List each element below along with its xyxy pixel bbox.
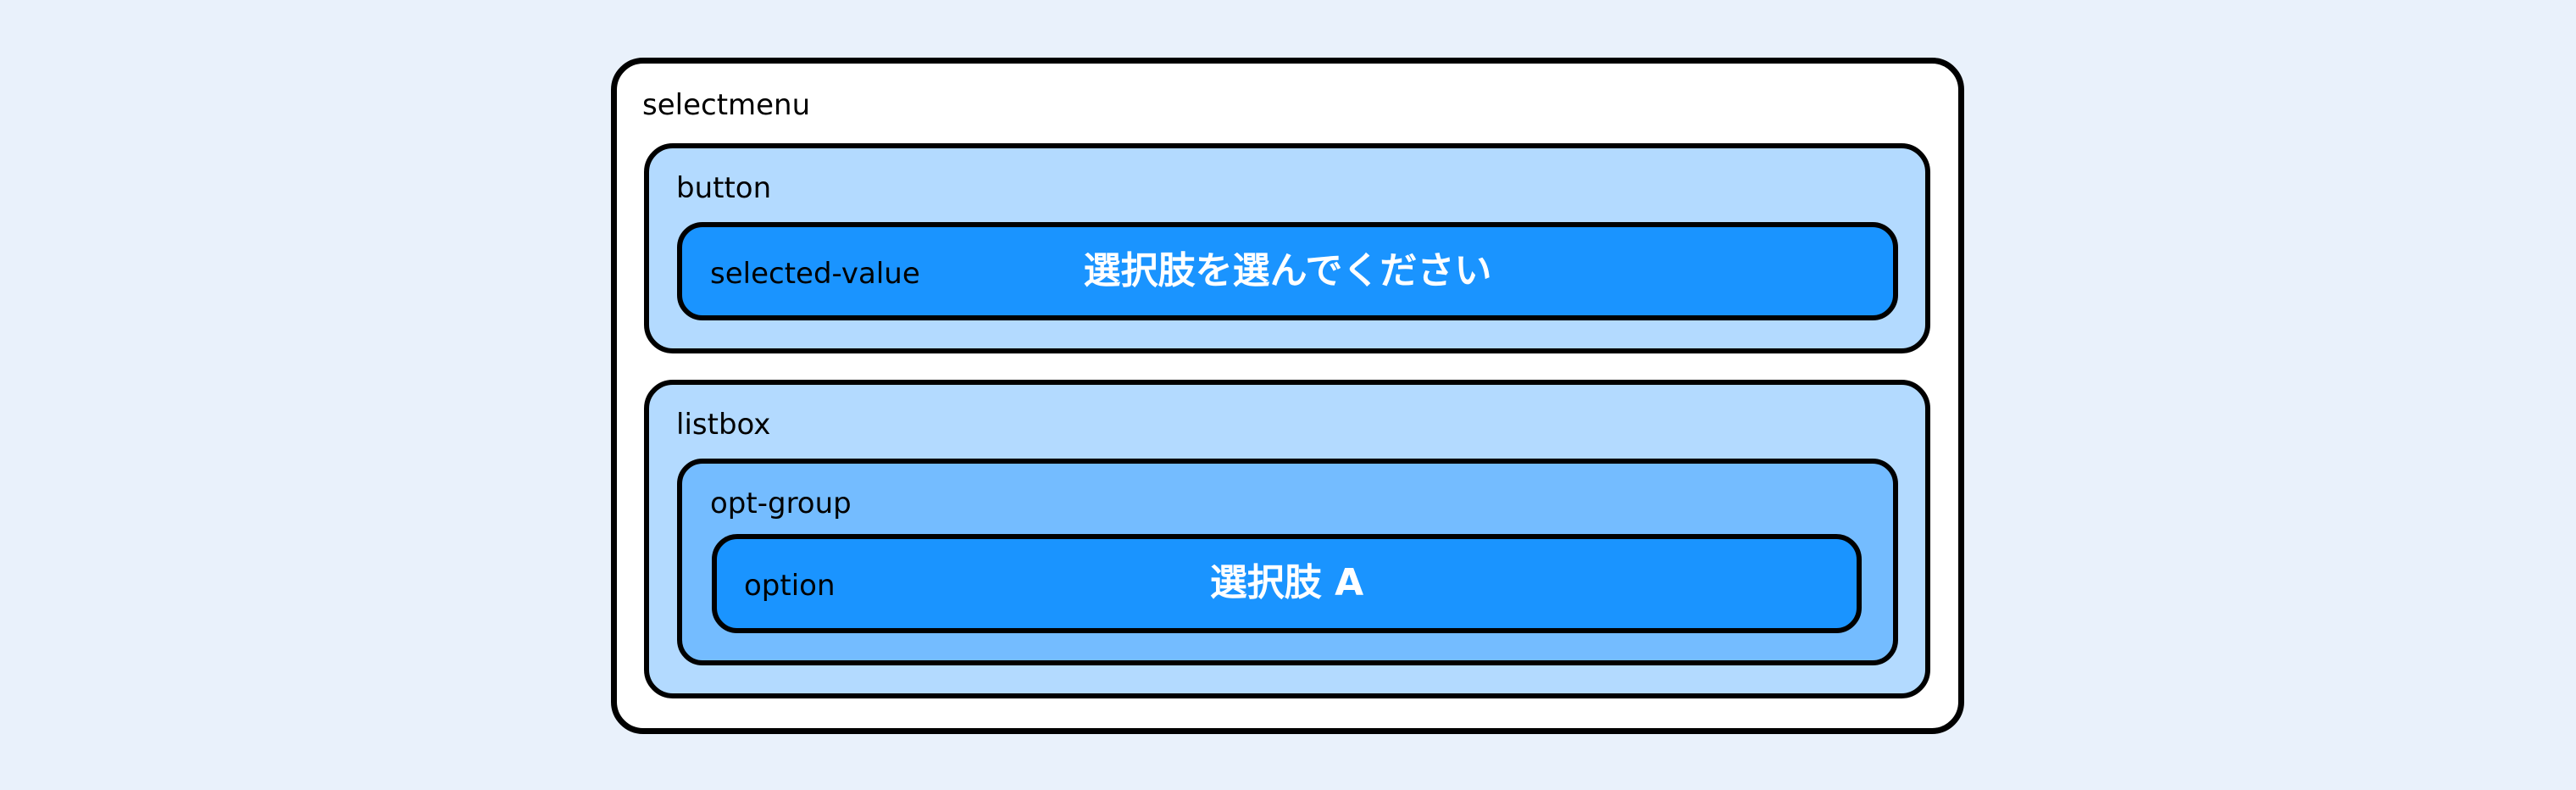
- opt-group-label: opt-group: [710, 487, 852, 520]
- listbox-label: listbox: [676, 408, 771, 442]
- option-label: option: [744, 569, 836, 603]
- selected-value-text: 選択肢を選んでください: [1083, 249, 1492, 292]
- button-label: button: [676, 171, 772, 205]
- selected-value-label: selected-value: [710, 257, 920, 291]
- option-box: option 選択肢 A: [712, 534, 1862, 633]
- option-text: 選択肢 A: [1209, 561, 1364, 604]
- selected-value-box: selected-value 選択肢を選んでください: [677, 222, 1898, 320]
- selectmenu-label: selectmenu: [642, 88, 811, 122]
